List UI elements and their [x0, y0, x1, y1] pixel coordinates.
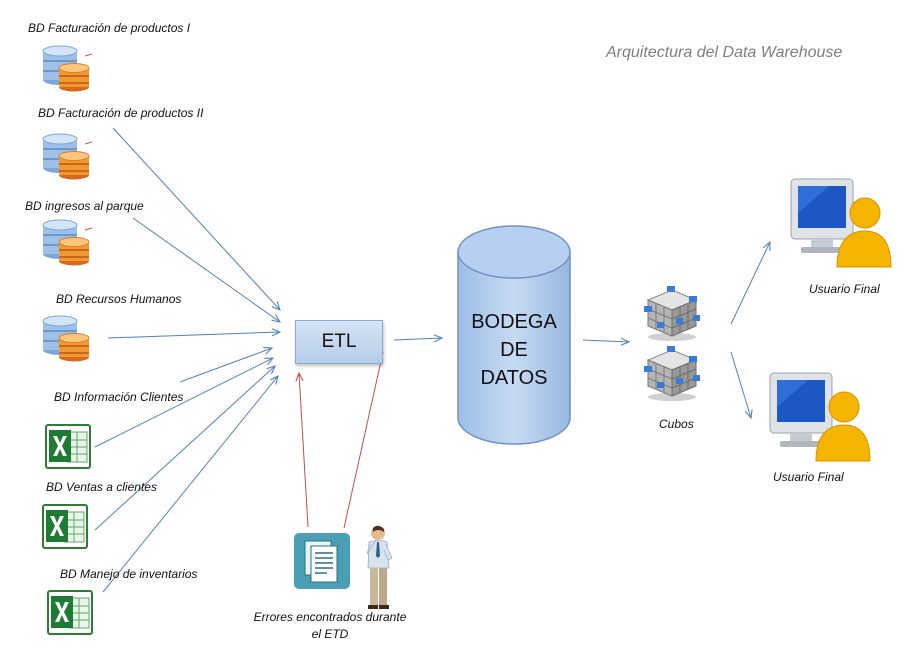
- user-label-2: Usuario Final: [773, 470, 844, 484]
- arrow-cubes-user-1: [730, 242, 770, 325]
- errors-label-line-2: el ETD: [311, 627, 349, 641]
- source-label-3: BD ingresos al parque: [25, 199, 144, 213]
- data-warehouse-cylinder: [457, 225, 571, 445]
- arrow-etl-warehouse: [393, 338, 442, 340]
- data-warehouse-label: BODEGA DE DATOS: [458, 308, 570, 392]
- source-label-5: BD Información Clientes: [54, 390, 184, 404]
- arrow-source-2-etl: [112, 127, 280, 310]
- document-icon: [294, 533, 350, 589]
- user-label-1: Usuario Final: [809, 282, 880, 296]
- database-icon: [42, 315, 90, 362]
- cubes-icon: [644, 286, 700, 401]
- excel-icon: [47, 590, 93, 635]
- cubes-label: Cubos: [659, 417, 694, 431]
- thinking-person-icon: [366, 525, 393, 609]
- etl-label: ETL: [321, 331, 357, 352]
- arrow-source-5-etl: [179, 348, 272, 383]
- arrow-etl-errors: [343, 351, 384, 529]
- arrow-source-4-etl: [107, 332, 280, 339]
- arrow-source-3-etl: [132, 217, 280, 322]
- database-icon: [42, 133, 92, 180]
- arrow-cubes-user-2: [730, 351, 751, 418]
- source-label-2: BD Facturación de productos II: [38, 106, 204, 120]
- arrow-warehouse-cubes: [582, 340, 629, 342]
- arrow-source-8-etl: [102, 376, 278, 593]
- errors-label-line-1: Errores encontrados durante: [253, 610, 407, 624]
- source-label-6: BD Ventas a clientes: [46, 480, 157, 494]
- errors-label: Errores encontrados durante el ETD: [240, 609, 420, 643]
- source-label-4: BD Recursos Humanos: [56, 292, 182, 306]
- diagram-title: Arquitectura del Data Warehouse: [606, 44, 843, 61]
- excel-icon: [45, 424, 91, 469]
- arrow-source-7-etl: [94, 366, 275, 531]
- user-computer-icon: [790, 178, 892, 268]
- user-computer-icon: [769, 372, 871, 462]
- source-label-1: BD Facturación de productos I: [28, 21, 191, 35]
- arrow-errors-etl: [299, 373, 309, 528]
- warehouse-line-1: BODEGA: [471, 311, 557, 333]
- source-label-7: BD Manejo de inventarios: [60, 567, 198, 581]
- warehouse-line-3: DATOS: [480, 367, 548, 389]
- etl-box: ETL: [295, 320, 383, 364]
- arrow-source-6-etl: [94, 358, 273, 448]
- database-icon: [42, 45, 92, 92]
- warehouse-line-2: DE: [500, 339, 528, 361]
- excel-icon: [42, 504, 88, 549]
- database-icon: [42, 219, 92, 266]
